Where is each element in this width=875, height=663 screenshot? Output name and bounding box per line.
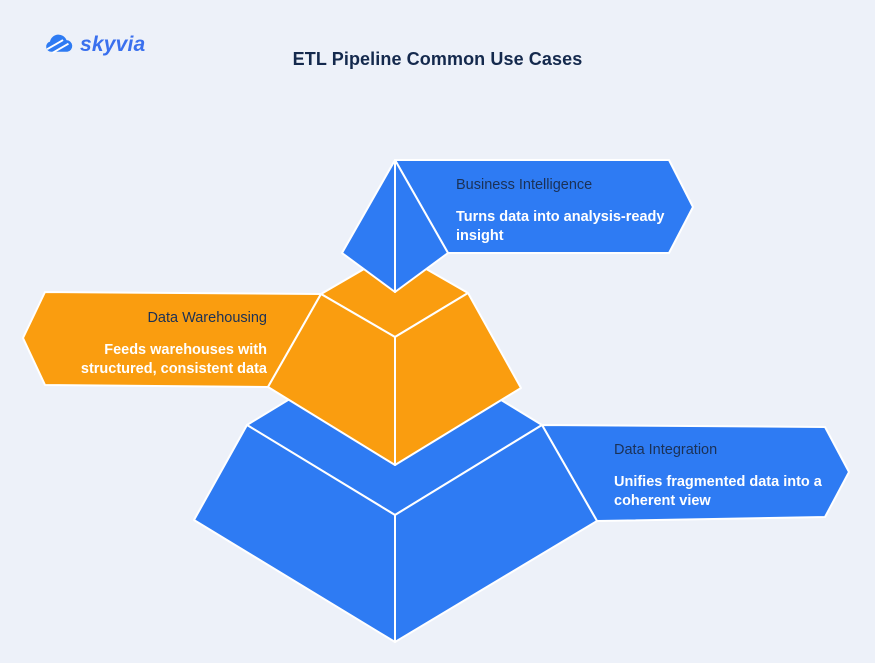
- banner-title-data-warehousing: Data Warehousing: [147, 310, 267, 326]
- middle-tier: [22, 250, 522, 466]
- banner-desc-business-intelligence: Turns data into analysis-ready insight: [456, 209, 665, 244]
- top-tier-left-face: [341, 159, 396, 293]
- business-intelligence-banner-text: Business Intelligence Turns data into an…: [456, 176, 684, 245]
- page-title: ETL Pipeline Common Use Cases: [292, 49, 583, 69]
- data-integration-banner-text: Data Integration Unifies fragmented data…: [614, 441, 844, 510]
- top-tier: [341, 159, 694, 293]
- data-warehousing-banner-text: Data Warehousing Feeds warehouses with s…: [22, 309, 267, 378]
- banner-desc-data-integration: Unifies fragmented data into a coherent …: [614, 474, 822, 509]
- middle-tier-right-face: [394, 292, 522, 466]
- skyvia-logo-text: skyvia: [80, 33, 146, 56]
- banner-desc-data-warehousing: Feeds warehouses with structured, consis…: [80, 342, 267, 377]
- bottom-tier-right-face: [394, 424, 598, 643]
- banner-title-data-integration: Data Integration: [614, 442, 718, 458]
- skyvia-logo: skyvia: [44, 33, 145, 57]
- skyvia-cloud-icon: [44, 34, 73, 56]
- banner-title-business-intelligence: Business Intelligence: [456, 177, 593, 193]
- top-tier-right-face: [394, 159, 449, 293]
